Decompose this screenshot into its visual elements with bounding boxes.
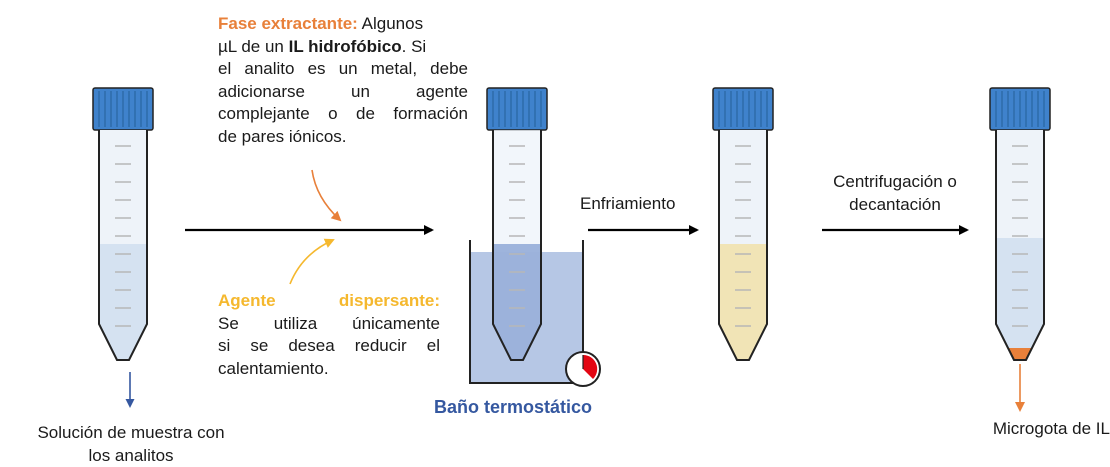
extractant-line-3: el analito es un metal, debe — [218, 59, 468, 78]
liquid-level — [996, 238, 1044, 360]
liquid-level — [493, 244, 541, 360]
timer-icon — [565, 351, 601, 387]
cooling-label: Enfriamiento — [580, 194, 676, 213]
microdrop-label: Microgota de IL — [992, 419, 1110, 438]
bath-label: Baño termostático — [434, 397, 593, 417]
extractant-title: Fase extractante: — [218, 14, 358, 33]
arrow-dispersant — [289, 238, 335, 285]
extractant-note: Fase extractante: Algunos µL de un IL hi… — [218, 13, 468, 148]
liquid-level — [719, 244, 767, 360]
tube-in-bath — [486, 87, 548, 361]
centrifugation-line-2: decantación — [849, 194, 941, 214]
bath-container — [469, 240, 584, 384]
dispersant-line-2: si se desea reducir el — [218, 336, 440, 355]
ionic-liquid-microdrop — [1008, 348, 1032, 360]
extractant-text-2a: µL de un — [218, 36, 289, 56]
dispersant-note: Agente dispersante: Se utiliza únicament… — [218, 290, 440, 380]
tube-sample — [92, 87, 154, 361]
extractant-line-5: complejante o de formación — [218, 104, 468, 123]
centrifugation-label: Centrifugación o decantación — [805, 171, 985, 216]
dispersant-title: Agente dispersante: — [218, 291, 440, 310]
centrifugation-line-1: Centrifugación o — [833, 172, 957, 191]
dispersant-line-1: Se utiliza únicamente — [218, 313, 440, 333]
extractant-line-6: de pares iónicos. — [218, 126, 347, 146]
sample-label-line-2: los analitos — [88, 445, 174, 465]
extractant-text-1: Algunos — [361, 14, 424, 33]
extractant-text-2b: . Si — [401, 36, 427, 56]
liquid-level — [99, 244, 147, 360]
dispersant-line-3: calentamiento. — [218, 358, 329, 378]
extractant-line-1: Fase extractante: Algunos — [218, 13, 468, 36]
extractant-line-2: µL de un IL hidrofóbico. Si — [218, 36, 468, 59]
sample-label: Solución de muestra con los analitos — [0, 422, 262, 467]
extractant-bold-il: IL hidrofóbico — [288, 36, 402, 56]
extractant-line-4: adicionarse un agente — [218, 81, 468, 101]
tube-cooled — [712, 87, 774, 361]
tube-centrifuged — [989, 87, 1051, 361]
sample-label-line-1: Solución de muestra con — [37, 423, 225, 442]
arrow-extractant — [311, 169, 342, 222]
